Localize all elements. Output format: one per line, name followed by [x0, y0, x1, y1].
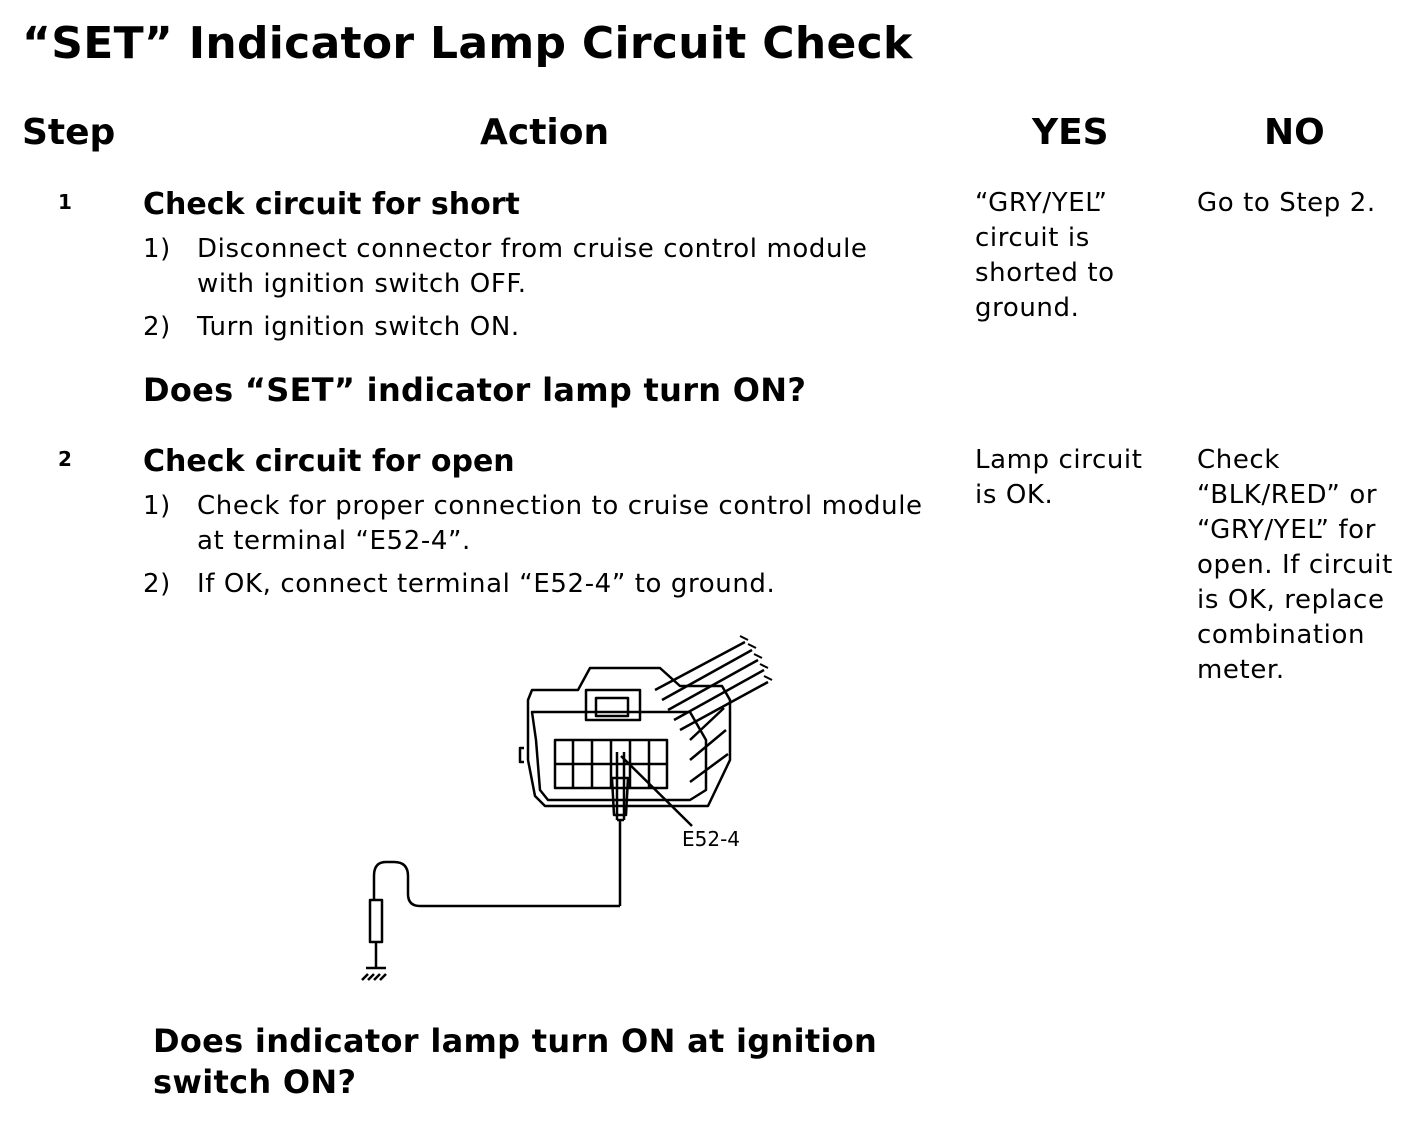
yes-result: Lamp circuit is OK. — [975, 445, 1143, 510]
yes-result: “GRY/YEL” circuit is shorted to ground. — [975, 188, 1115, 323]
step-heading: Check circuit for short — [143, 187, 520, 222]
page-title: “SET” Indicator Lamp Circuit Check — [22, 18, 913, 69]
item-text: Disconnect connector from cruise control… — [197, 234, 868, 299]
terminal-label: E52-4 — [682, 827, 740, 851]
header-step: Step — [22, 112, 116, 153]
step-question: Does indicator lamp turn ON at ignition … — [153, 1022, 878, 1101]
action-item: 2) Turn ignition switch ON. — [143, 310, 933, 345]
no-result: Go to Step 2. — [1197, 188, 1376, 218]
action-item: 2) If OK, connect terminal “E52-4” to gro… — [143, 567, 933, 602]
item-text: Check for proper connection to cruise co… — [197, 491, 923, 556]
item-number: 1) — [143, 234, 171, 264]
action-item: 1) Check for proper connection to cruise … — [143, 489, 933, 559]
header-action: Action — [480, 112, 610, 153]
item-text: If OK, connect terminal “E52-4” to groun… — [197, 569, 776, 599]
header-no: NO — [1264, 112, 1325, 153]
header-yes: YES — [1032, 112, 1109, 153]
item-number: 2) — [143, 569, 171, 599]
action-item: 1) Disconnect connector from cruise contr… — [143, 232, 933, 302]
step-heading: Check circuit for open — [143, 444, 515, 479]
step-number: 2 — [58, 447, 72, 471]
step-question: Does “SET” indicator lamp turn ON? — [143, 371, 807, 409]
no-result: Check “BLK/RED” or “GRY/YEL” for open. I… — [1197, 445, 1393, 685]
action-list: 1) Disconnect connector from cruise contr… — [143, 232, 933, 353]
item-number: 2) — [143, 312, 171, 342]
action-list: 1) Check for proper connection to cruise … — [143, 489, 933, 610]
item-number: 1) — [143, 491, 171, 521]
item-text: Turn ignition switch ON. — [197, 312, 520, 342]
step-number: 1 — [58, 190, 72, 214]
